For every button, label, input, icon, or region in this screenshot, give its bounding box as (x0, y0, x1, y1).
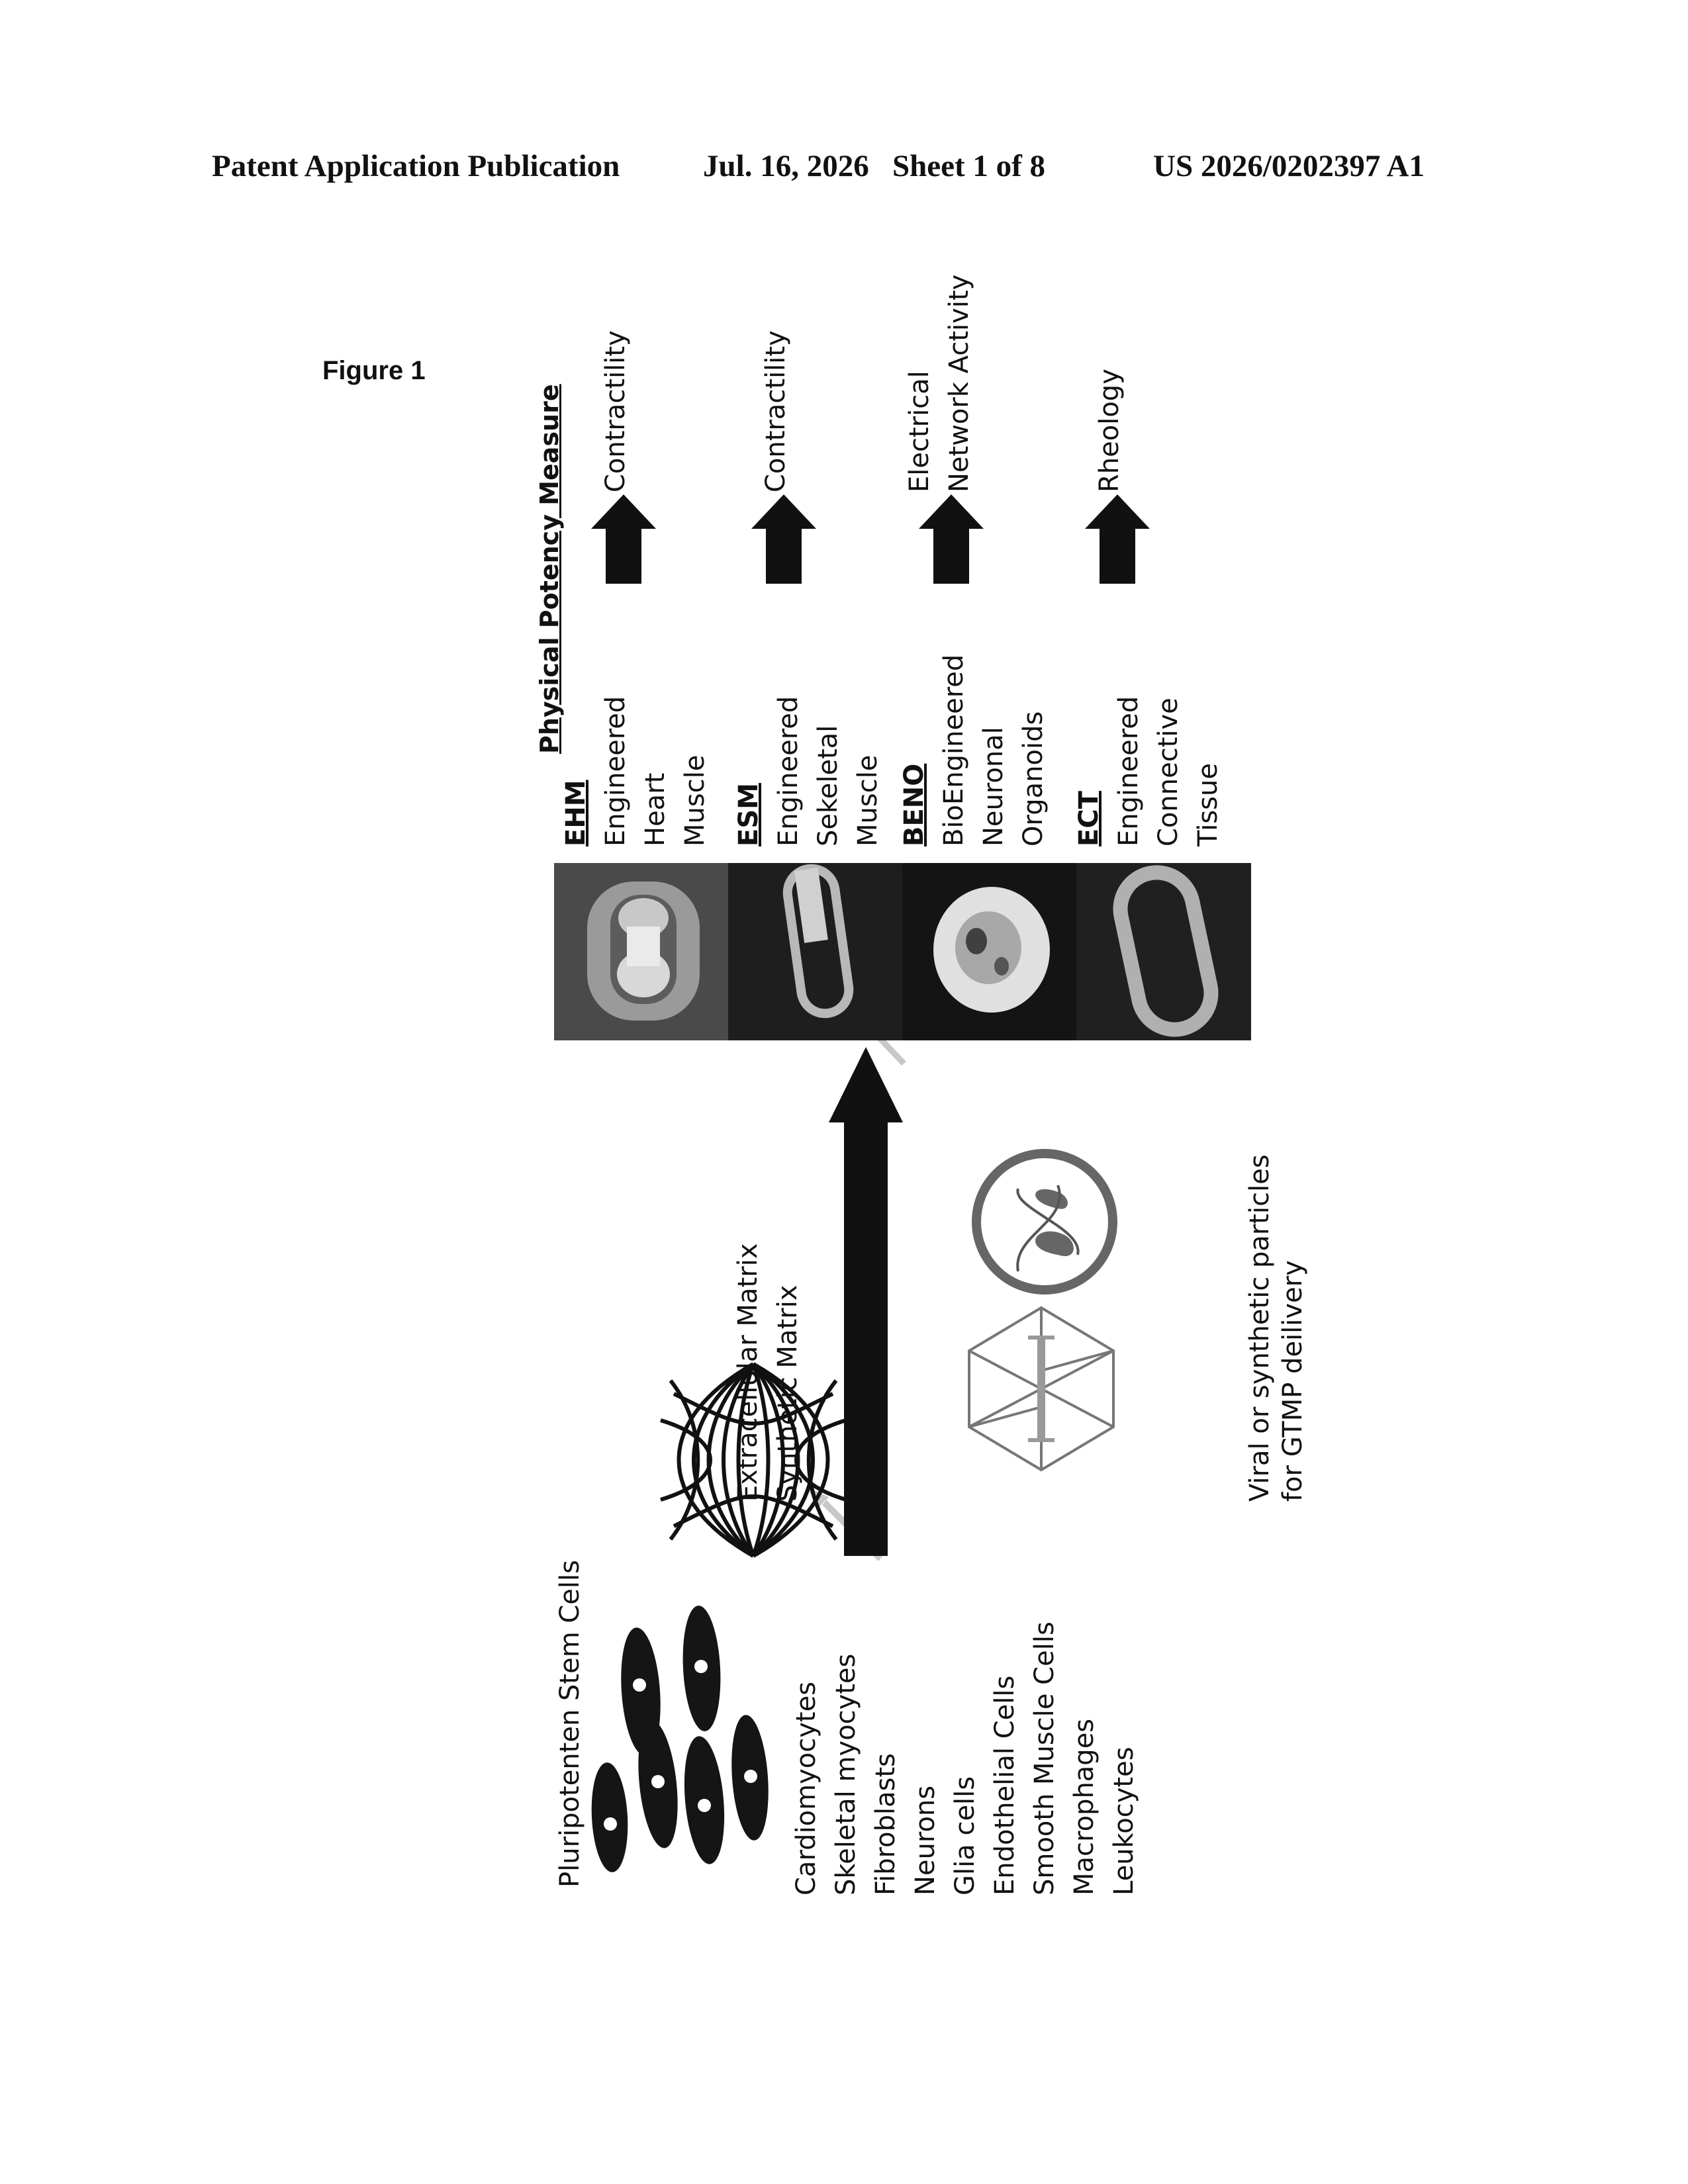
ect-line: Tissue (1188, 696, 1228, 846)
cell-type: Neurons (906, 1621, 945, 1895)
esm-tissue-image (728, 863, 903, 1040)
cell-type: Cardiomyocytes (786, 1621, 826, 1895)
ehm-line: Heart (635, 696, 675, 846)
page-header: Patent Application Publication Jul. 16, … (0, 148, 1688, 188)
ehm-measure: Contractility (596, 330, 635, 492)
beno-line: Organoids (1013, 655, 1053, 846)
beno-tissue-image (902, 863, 1077, 1040)
ehm-label-block: EHM Engineered Heart Muscle (556, 696, 715, 846)
potency-header: Physical Potency Measure (530, 384, 569, 754)
ect-abbr: ECT (1069, 696, 1109, 846)
stem-cells-illustration (589, 1605, 773, 1874)
matrix-label-2: Synthetic Matrix (768, 1285, 808, 1502)
ect-line: Connective (1149, 696, 1188, 846)
beno-measure-line-1: Electrical (900, 371, 939, 492)
cell-type: Fibroblasts (866, 1621, 906, 1895)
ehm-line: Muscle (675, 696, 715, 846)
esm-line: Muscle (848, 696, 888, 846)
publication-number: US 2026/0202397 A1 (1153, 148, 1425, 184)
potency-arrows (591, 494, 1150, 584)
ect-measure: Rheology (1090, 369, 1129, 492)
figure-label: Figure 1 (322, 356, 426, 386)
stem-cells-title: Pluripotenten Stem Cells (550, 1560, 590, 1888)
esm-label-block: ESM Engineered Sekeletal Muscle (729, 696, 888, 846)
beno-measure-line-2: Network Activity (939, 275, 979, 492)
cell-type: Macrophages (1064, 1621, 1104, 1895)
beno-abbr: BENO (894, 655, 934, 846)
publication-label: Patent Application Publication (212, 148, 620, 184)
ect-tissue-image (1076, 863, 1251, 1040)
figure-1-diagram: Pluripotenten Stem Cells Cardiomyocytes … (555, 418, 1315, 1923)
matrix-label-1: Extracellular Matrix (728, 1244, 768, 1502)
beno-label-block: BENO BioEngineered Neuronal Organoids (894, 655, 1053, 846)
cell-type: Leukocytes (1104, 1621, 1144, 1895)
beno-line: Neuronal (974, 655, 1013, 846)
ect-label-block: ECT Engineered Connective Tissue (1069, 696, 1228, 846)
esm-line: Engineered (769, 696, 808, 846)
ehm-line: Engineered (596, 696, 635, 846)
particles-label-2: for GTMP deilivery (1273, 1260, 1313, 1502)
matrix-arrow (829, 1047, 903, 1556)
esm-line: Sekeletal (808, 696, 848, 846)
synthetic-particle-illustration (976, 1154, 1113, 1290)
esm-abbr: ESM (729, 696, 769, 846)
cell-type: Smooth Muscle Cells (1025, 1621, 1064, 1895)
esm-measure: Contractility (756, 330, 796, 492)
cell-type-list: Cardiomyocytes Skeletal myocytes Fibrobl… (786, 1621, 1144, 1895)
cell-type: Glia cells (945, 1621, 985, 1895)
cell-type: Endothelial Cells (985, 1621, 1025, 1895)
date-sheet: Jul. 16, 2026 Sheet 1 of 8 (703, 148, 1045, 184)
ect-line: Engineered (1109, 696, 1149, 846)
beno-line: BioEngineered (934, 655, 974, 846)
ehm-tissue-image (554, 863, 729, 1040)
cell-type: Skeletal myocytes (826, 1621, 866, 1895)
viral-capsid-illustration (969, 1308, 1113, 1470)
